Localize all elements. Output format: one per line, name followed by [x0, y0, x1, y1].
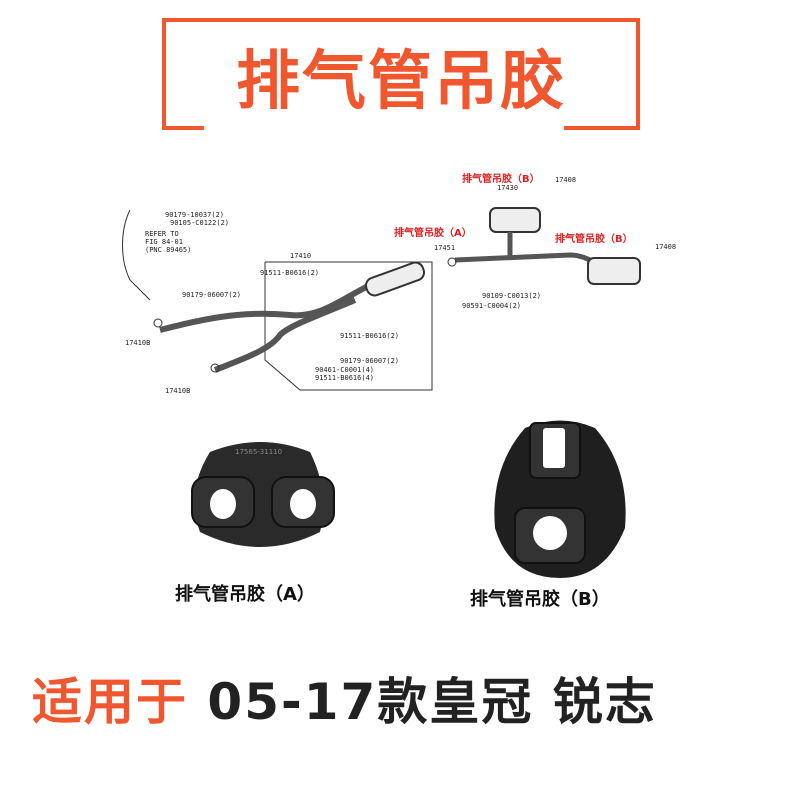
title-frame	[162, 18, 640, 130]
svg-text:17408: 17408	[555, 176, 576, 184]
hanger-b-image	[494, 420, 626, 578]
exhaust-diagram: 90179-10037(2) 90105-C0122(2) REFER TO F…	[122, 172, 676, 395]
compatibility-prefix: 适用于	[32, 673, 188, 731]
svg-text:90179-10037(2): 90179-10037(2)	[165, 211, 224, 219]
svg-text:90461-C0001(4): 90461-C0001(4)	[315, 366, 374, 374]
svg-text:17565-31110: 17565-31110	[235, 448, 282, 456]
hanger-b-caption: 排气管吊胶（B）	[470, 589, 610, 610]
svg-text:90179-06007(2): 90179-06007(2)	[340, 357, 399, 365]
hanger-a-image: 17565-31110	[191, 442, 335, 547]
svg-text:17410: 17410	[290, 252, 311, 260]
svg-text:90179-06007(2): 90179-06007(2)	[182, 291, 241, 299]
svg-text:17410B: 17410B	[125, 339, 150, 347]
svg-text:91511-B0616(4): 91511-B0616(4)	[315, 374, 374, 382]
compatibility-text: 适用于 05-17款皇冠 锐志	[32, 662, 657, 734]
svg-text:(PNC 89465): (PNC 89465)	[145, 246, 191, 254]
svg-text:17408: 17408	[655, 243, 676, 251]
svg-text:91511-B0616(2): 91511-B0616(2)	[260, 269, 319, 277]
svg-text:17451: 17451	[434, 244, 455, 252]
hanger-a-caption: 排气管吊胶（A）	[175, 584, 315, 605]
svg-text:排气管吊胶（A）: 排气管吊胶（A）	[394, 226, 472, 239]
svg-text:17410B: 17410B	[165, 387, 190, 395]
svg-text:90109-C0013(2): 90109-C0013(2)	[482, 292, 541, 300]
svg-text:REFER TO: REFER TO	[145, 230, 179, 238]
svg-text:排气管吊胶（B）: 排气管吊胶（B）	[555, 232, 633, 245]
compatibility-models: 05-17款皇冠 锐志	[188, 673, 657, 731]
svg-text:FIG 84-01: FIG 84-01	[145, 238, 183, 246]
svg-text:90591-C0004(2): 90591-C0004(2)	[462, 302, 521, 310]
svg-text:排气管吊胶（B）: 排气管吊胶（B）	[462, 172, 540, 185]
svg-text:91511-B0616(2): 91511-B0616(2)	[340, 332, 399, 340]
svg-text:90105-C0122(2): 90105-C0122(2)	[170, 219, 229, 227]
page-title: 排气管吊胶	[236, 45, 566, 119]
svg-text:17430: 17430	[497, 184, 518, 192]
